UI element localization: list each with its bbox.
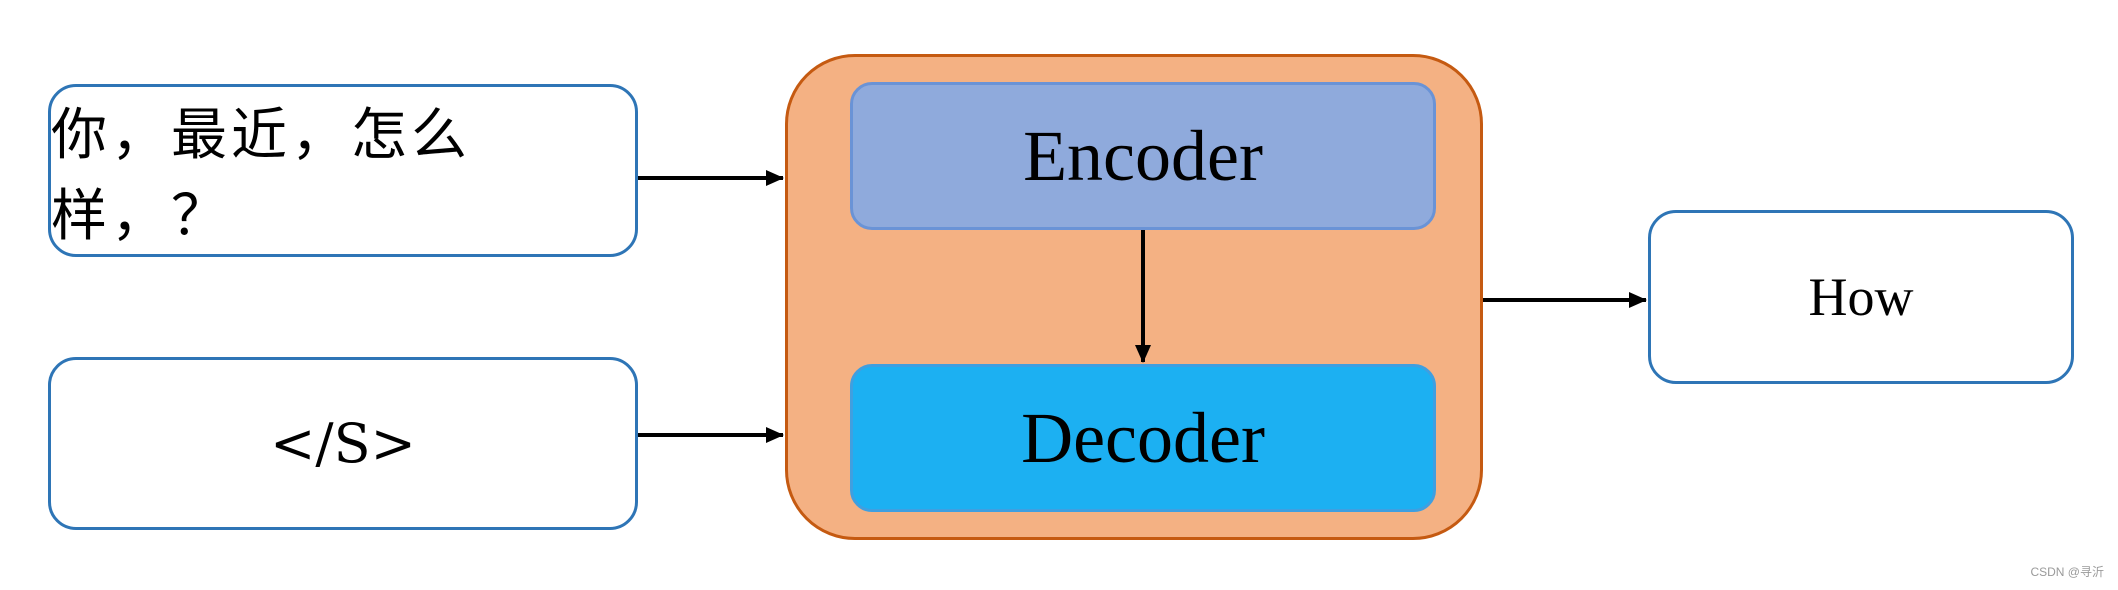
input-sentence-text: 你，最近，怎么样，？ (51, 102, 471, 249)
output-word-text: How (1808, 267, 1914, 327)
watermark: CSDN @寻沂 (2030, 565, 2104, 579)
encoder-label: Encoder (1023, 115, 1263, 196)
start-token-box: </S> (48, 357, 638, 530)
encoder-box: Encoder (850, 82, 1436, 230)
decoder-label: Decoder (1021, 397, 1265, 478)
input-sentence-box: 你，最近，怎么样，？ (48, 84, 638, 257)
start-token-text: </S> (270, 412, 416, 475)
output-word-box: How (1648, 210, 2074, 384)
decoder-box: Decoder (850, 364, 1436, 512)
